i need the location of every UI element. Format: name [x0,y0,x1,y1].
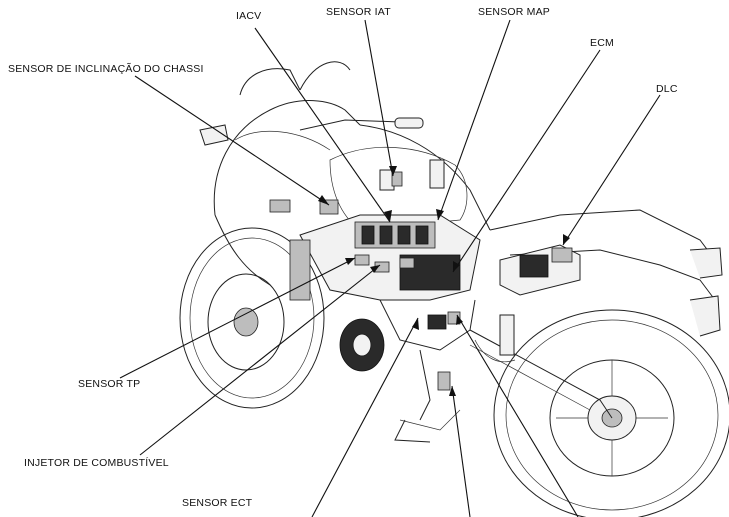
leader-sensor-iat [364,19,394,177]
label-ecm: ECM [590,37,614,49]
rear-wheel [493,309,729,517]
label-iacv: IACV [236,10,262,22]
label-sensor-tp: SENSOR TP [78,378,141,390]
components [269,159,516,443]
leader-sensor-inclinacao [134,75,330,206]
leader-sensor-map [437,19,511,221]
leader-sensor-ect [311,317,419,517]
bodywork [199,61,723,337]
arrowheads [318,166,570,396]
leader-injetor [139,264,381,456]
leader-ecm [452,49,601,273]
leader-bottom-mid [451,385,471,517]
front-wheel [179,227,325,409]
leader-iacv [254,27,391,223]
leader-bottom-right [456,314,579,517]
swingarm [469,314,613,419]
label-sensor-ect: SENSOR ECT [182,497,253,509]
leader-dlc [562,94,661,246]
ecm-module [499,244,581,296]
label-sensor-iat: SENSOR IAT [326,6,391,18]
label-sensor-inclinacao: SENSOR DE INCLINAÇÃO DO CHASSI [8,63,204,75]
label-sensor-map: SENSOR MAP [478,6,551,18]
engine-block [289,214,481,431]
leader-sensor-tp [119,257,356,379]
label-dlc: DLC [656,83,678,95]
label-injetor: INJETOR DE COMBUSTÍVEL [24,457,169,469]
leader-lines [119,19,661,517]
